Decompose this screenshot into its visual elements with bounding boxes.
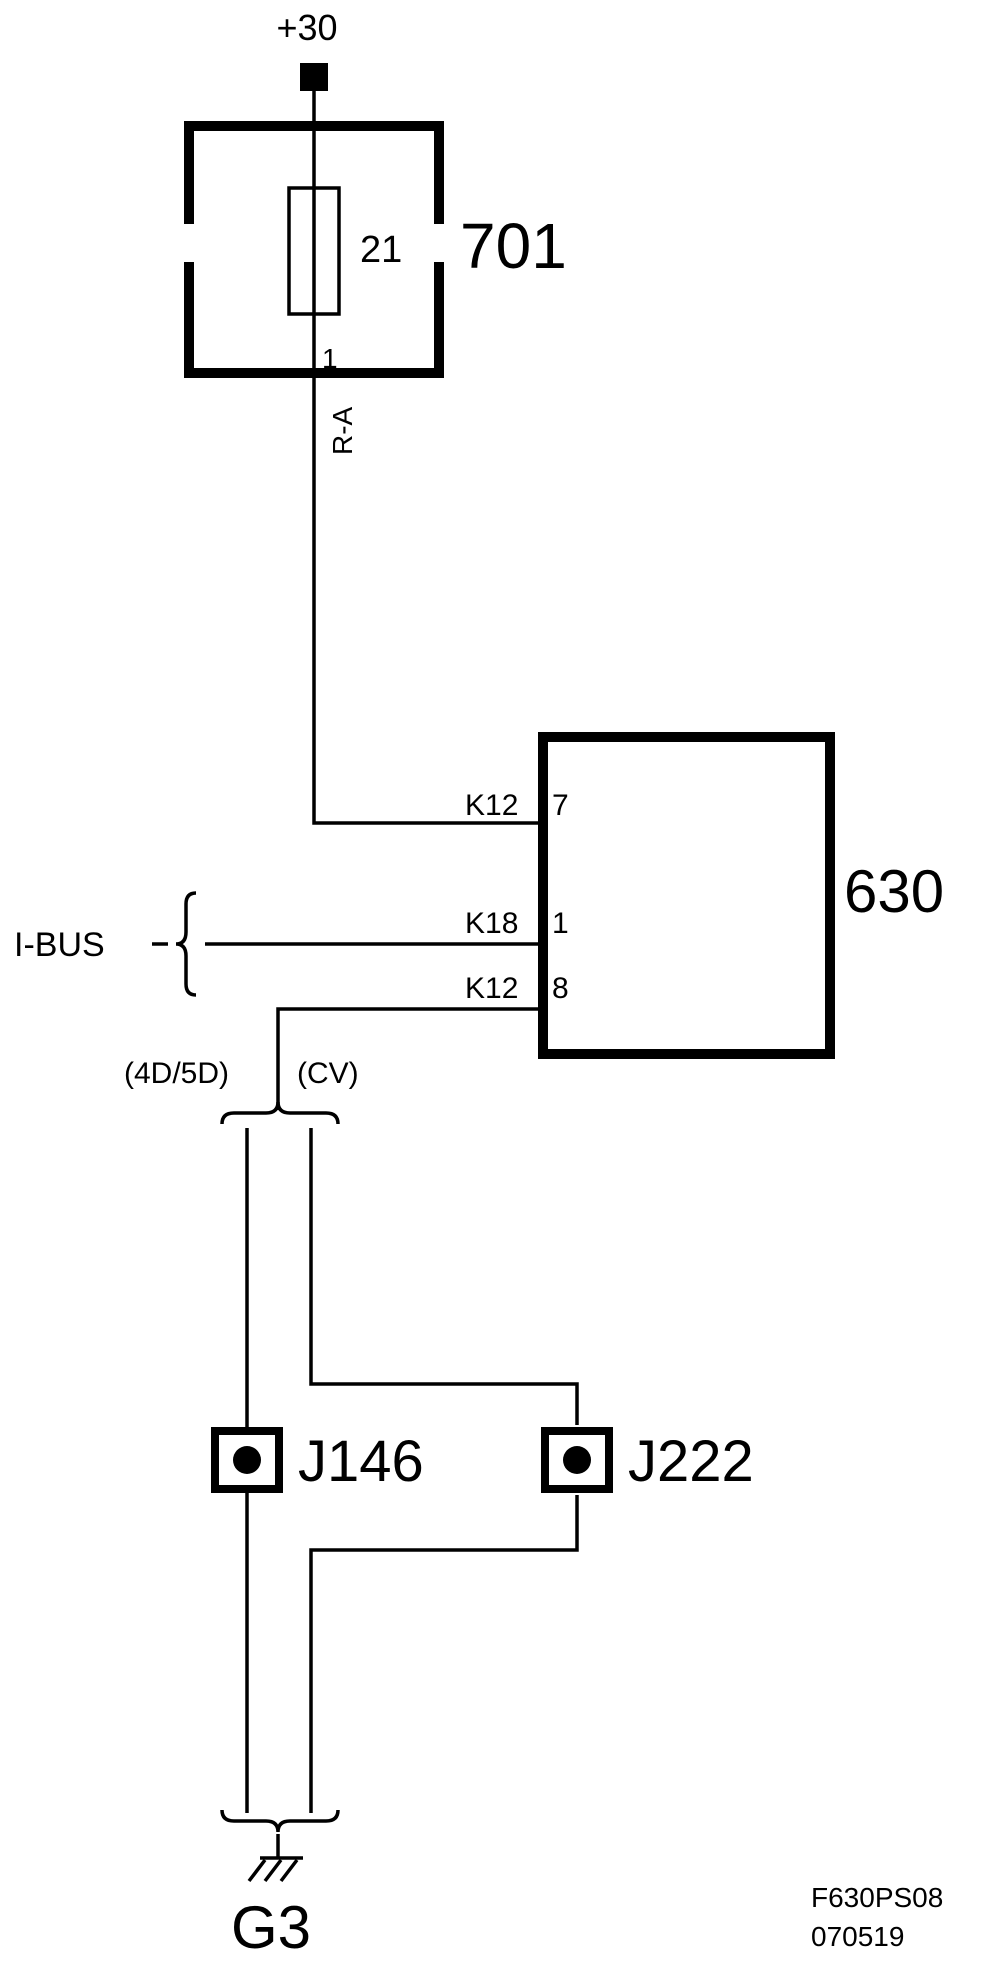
splice-left-label: J146 [298, 1429, 424, 1494]
bus-label: I-BUS [14, 926, 105, 964]
pin-number-label: 8 [552, 972, 569, 1005]
pin-connector-label: K12 [465, 972, 518, 1005]
pin-number-label: 1 [552, 907, 569, 940]
bus-brace [175, 891, 197, 997]
drawing-code: F630PS08 [811, 1882, 943, 1913]
module-630 [538, 732, 835, 1059]
wire-color-label: R-A [327, 406, 358, 455]
branch-wire-right [309, 1128, 579, 1813]
variant-label-right: (CV) [297, 1057, 359, 1090]
fuse-box-id: 701 [460, 210, 567, 282]
variant-label-left: (4D/5D) [124, 1057, 229, 1090]
module-id: 630 [844, 858, 944, 925]
splice-j222 [541, 1427, 613, 1493]
ground-symbol [247, 1834, 303, 1883]
splice-right-label: J222 [628, 1429, 754, 1494]
ground-label: G3 [231, 1894, 311, 1961]
fuse-pin-label: 1 [322, 343, 338, 374]
supply-label: +30 [276, 7, 337, 48]
splice-j222-node [563, 1446, 591, 1474]
supply-wire [312, 77, 548, 825]
pin-connector-label: K12 [465, 789, 518, 822]
ground-brace [220, 1809, 340, 1833]
pin-number-label: 7 [552, 789, 569, 822]
variant-brace-top [220, 1101, 340, 1125]
fuse-number: 21 [360, 229, 402, 271]
drawing-date: 070519 [811, 1921, 904, 1952]
ground-wire [276, 1007, 548, 1110]
splice-j146-node [233, 1446, 261, 1474]
pin-connector-label: K18 [465, 907, 518, 940]
